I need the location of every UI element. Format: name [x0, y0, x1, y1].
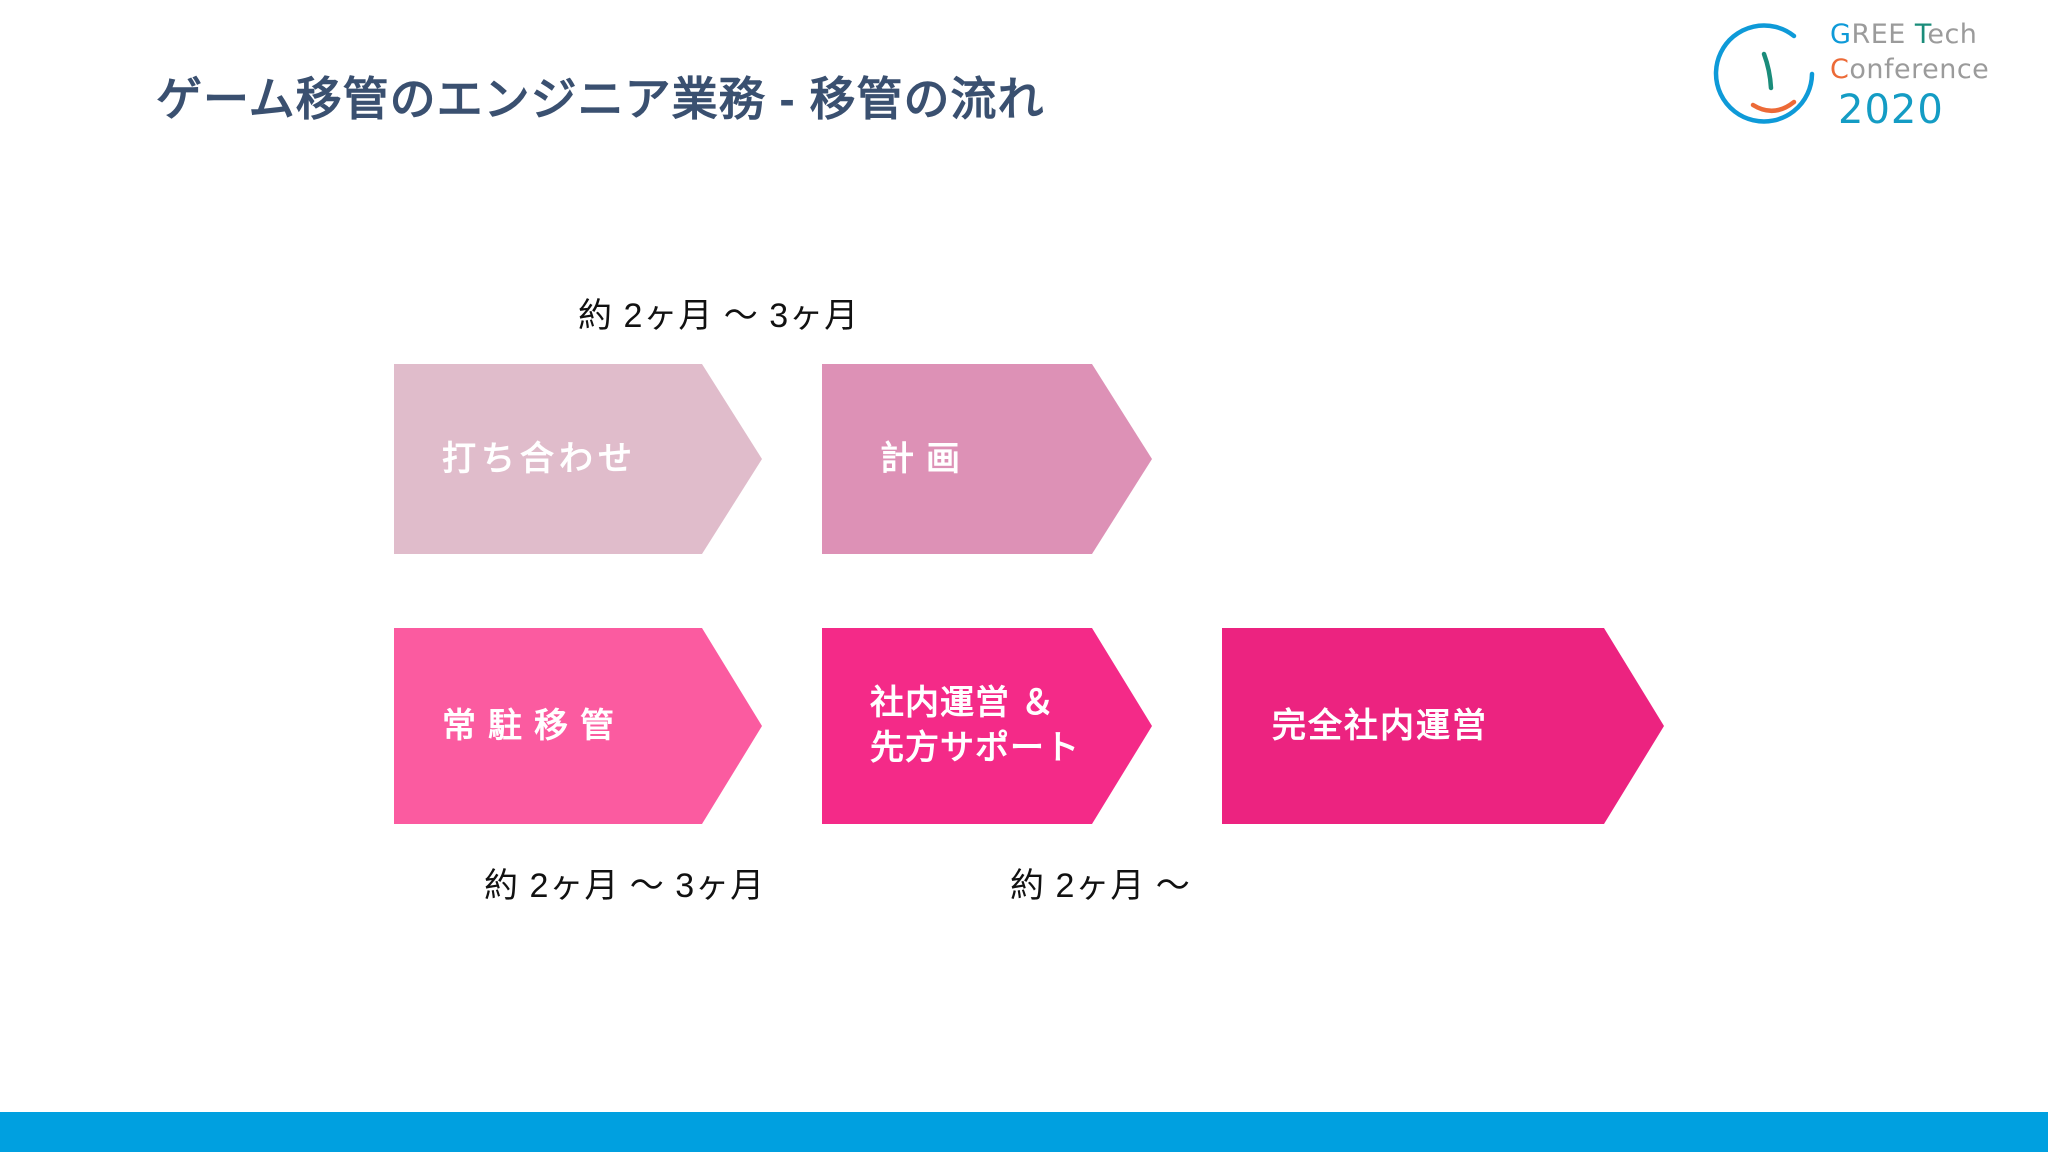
- flow-step-kanzen-shanai-unei[interactable]: 完全社内運営: [1222, 628, 1664, 824]
- bottom-accent-bar: [0, 1112, 2048, 1152]
- duration-label-bottom-left: 約 2ヶ月 ～ 3ヶ月: [484, 867, 766, 905]
- flow-step-keikaku[interactable]: 計画: [822, 364, 1152, 554]
- gree-tech-conference-logo: GREE Tech Conference 2020: [1706, 14, 2026, 134]
- flow-step-uchiawase[interactable]: 打ち合わせ: [394, 364, 762, 554]
- flow-step-label: 常駐移管: [442, 706, 626, 745]
- logo-letters-onference: onference: [1849, 54, 1990, 85]
- logo-letter-c: C: [1830, 54, 1850, 85]
- logo-letter-t: T: [1914, 19, 1928, 50]
- flow-step-joucyu-ikan[interactable]: 常駐移管: [394, 628, 762, 824]
- logo-line-gree-tech: GREE Tech: [1830, 21, 1977, 48]
- logo-line-conference: Conference: [1830, 56, 1989, 83]
- logo-wordmark: GREE Tech Conference 2020: [1830, 17, 2030, 135]
- logo-letters-ech: ech: [1927, 19, 1978, 50]
- logo-letters-ree: REE: [1851, 19, 1906, 50]
- logo-letter-g: G: [1830, 19, 1852, 50]
- flow-step-shanai-unei-senpou-support[interactable]: 社内運営 ＆ 先方サポート: [822, 628, 1152, 824]
- flow-step-label: 完全社内運営: [1272, 706, 1488, 745]
- flow-step-label: 打ち合わせ: [442, 439, 637, 478]
- duration-label-top: 約 2ヶ月 ～ 3ヶ月: [578, 297, 860, 335]
- gree-circle-mark-icon: [1706, 18, 1824, 136]
- flow-step-label: 社内運営 ＆ 先方サポート: [870, 684, 1080, 767]
- page-title: ゲーム移管のエンジニア業務 - 移管の流れ: [156, 73, 1045, 125]
- flow-step-label: 計画: [880, 439, 972, 478]
- logo-year: 2020: [1838, 87, 1944, 133]
- duration-label-bottom-right: 約 2ヶ月 ～: [1010, 867, 1191, 905]
